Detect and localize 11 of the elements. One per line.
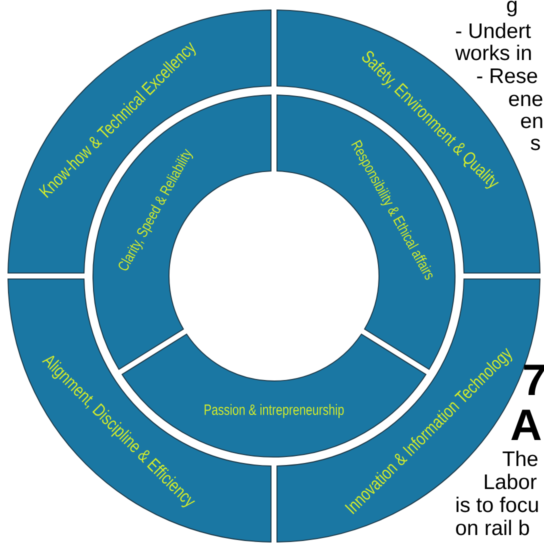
text-fragment: ene	[509, 94, 542, 106]
text-fragment: - Rese	[477, 68, 538, 84]
text-fragment: on rail b	[456, 520, 529, 536]
text-fragment: works in	[455, 44, 531, 60]
text-fragment: en	[521, 116, 542, 128]
heading-letter: A	[511, 410, 541, 440]
text-fragment: s	[530, 138, 540, 150]
text-fragment: is to focu	[456, 496, 538, 512]
text-fragment: - Undert	[456, 22, 531, 38]
text-fragment: Labor	[484, 474, 537, 490]
text-fragment: The	[502, 450, 538, 466]
